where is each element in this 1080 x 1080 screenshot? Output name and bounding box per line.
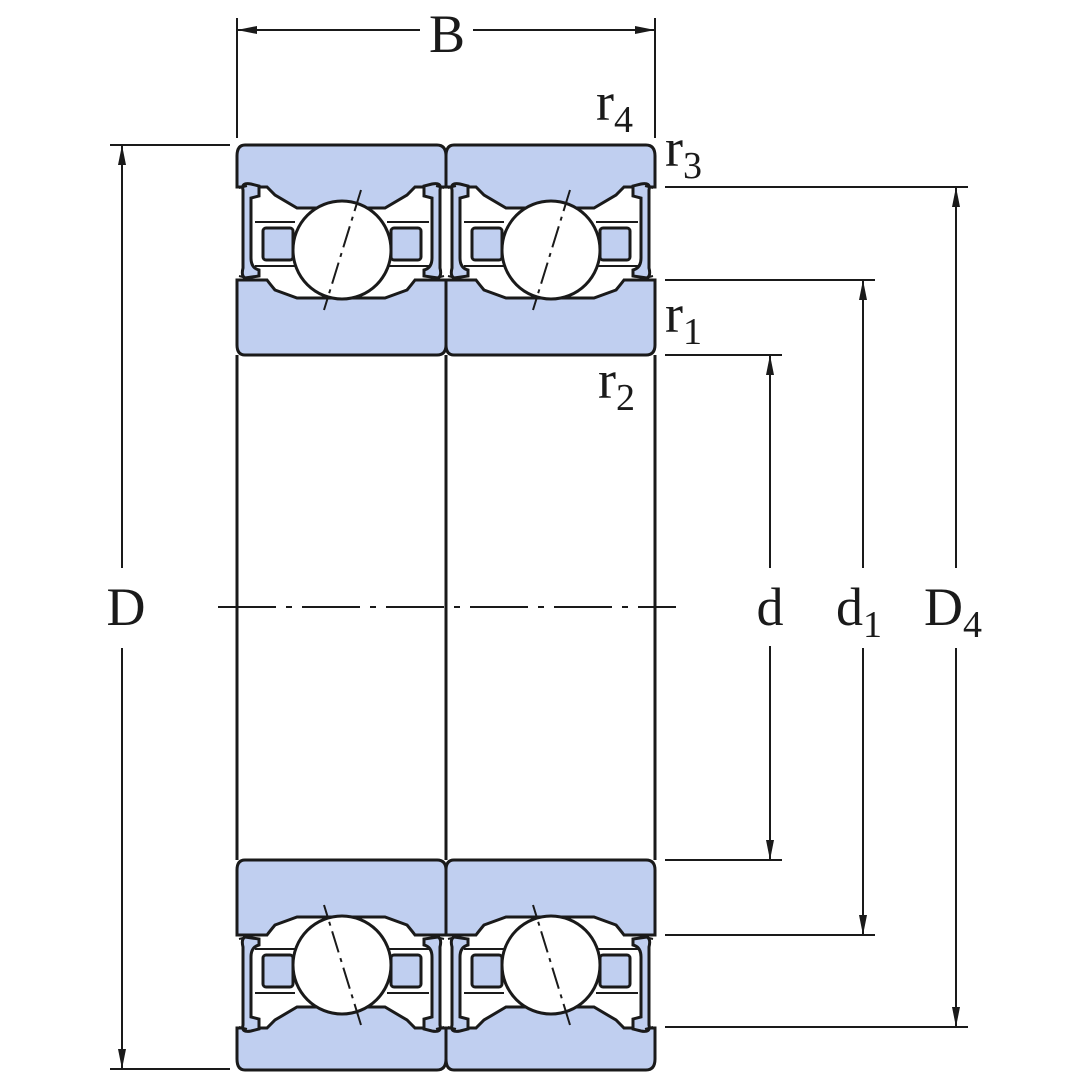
dimension-d1: d1	[665, 279, 882, 936]
label-D: D	[107, 577, 146, 637]
dimension-B: B	[236, 4, 656, 138]
dimension-D4: D4	[665, 186, 982, 1028]
dimension-D: D	[107, 144, 230, 1070]
label-r2: r2	[598, 350, 635, 419]
label-r1: r1	[665, 284, 702, 353]
bearing-right-bottom	[444, 858, 657, 1072]
bearing-right-top	[444, 143, 657, 357]
bearing-left-top	[235, 143, 448, 357]
label-d: d	[757, 577, 784, 637]
label-r4: r4	[596, 72, 633, 141]
label-D4: D4	[924, 577, 982, 646]
label-d1: d1	[836, 577, 882, 646]
bearing-left-bottom	[235, 858, 448, 1072]
label-r3: r3	[665, 118, 702, 187]
label-B: B	[429, 4, 465, 64]
dimension-d: d	[665, 354, 784, 861]
